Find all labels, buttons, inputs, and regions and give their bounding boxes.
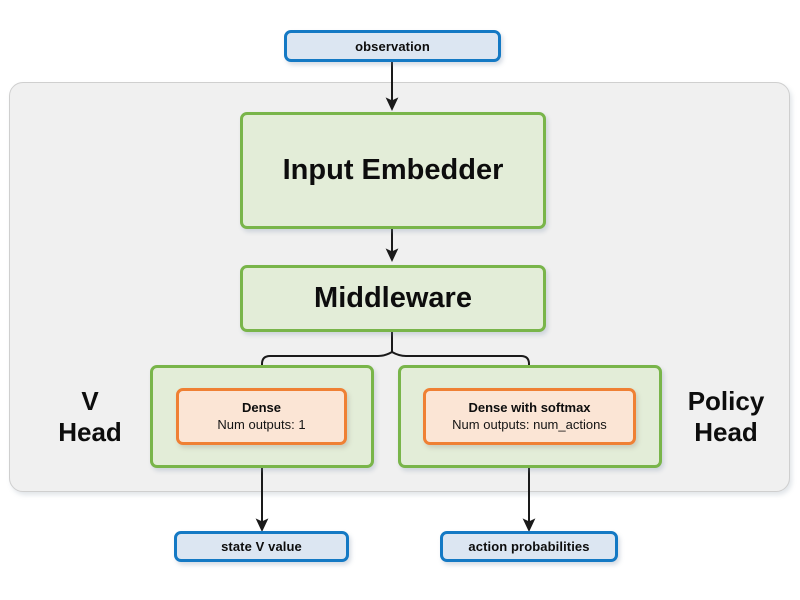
caption-policy-head: Policy Head xyxy=(666,382,786,452)
node-input-embedder[interactable]: Input Embedder xyxy=(240,112,546,229)
caption-v-head: V Head xyxy=(36,382,144,452)
node-observation-label: observation xyxy=(355,38,430,54)
node-action-probabilities[interactable]: action probabilities xyxy=(440,531,618,562)
node-action-probabilities-label: action probabilities xyxy=(468,539,590,554)
node-middleware-label: Middleware xyxy=(314,282,472,314)
node-input-embedder-label: Input Embedder xyxy=(282,154,504,186)
node-dense-with-softmax[interactable]: Dense with softmax Num outputs: num_acti… xyxy=(423,388,636,445)
node-dense-with-softmax-subtitle: Num outputs: num_actions xyxy=(452,416,607,432)
node-state-v-value[interactable]: state V value xyxy=(174,531,349,562)
node-dense-title: Dense xyxy=(241,400,282,416)
node-middleware[interactable]: Middleware xyxy=(240,265,546,332)
node-dense[interactable]: Dense Num outputs: 1 xyxy=(176,388,347,445)
caption-v-head-line1: V xyxy=(81,386,99,417)
node-dense-subtitle: Num outputs: 1 xyxy=(217,416,306,432)
node-state-v-value-label: state V value xyxy=(221,539,302,554)
caption-policy-head-line1: Policy xyxy=(687,386,765,417)
node-observation[interactable]: observation xyxy=(284,30,501,62)
caption-v-head-line2: Head xyxy=(58,417,122,447)
node-dense-with-softmax-title: Dense with softmax xyxy=(468,400,591,416)
caption-policy-head-line2: Head xyxy=(694,417,758,447)
